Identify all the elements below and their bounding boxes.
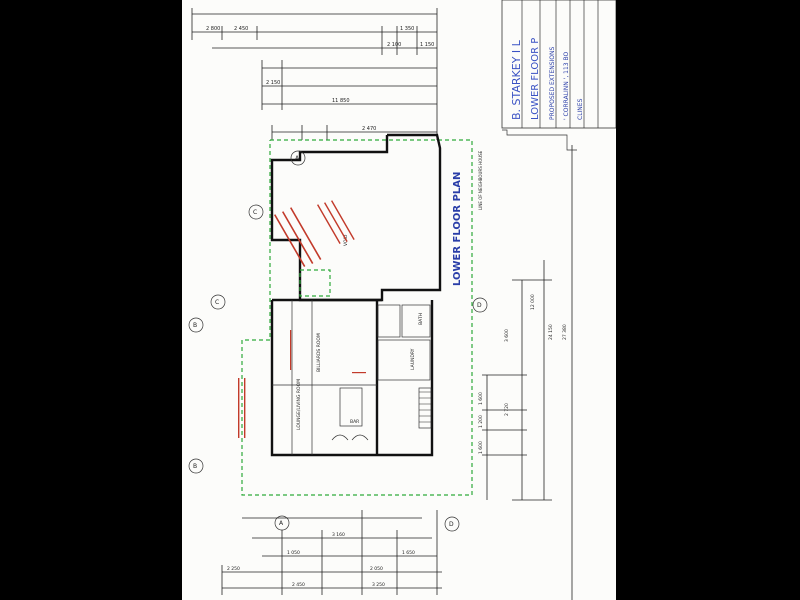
dim-top-6: 1 150 — [420, 42, 434, 48]
dim-bottom-6: 1 650 — [402, 550, 415, 556]
title-client: B. STARKEY I L — [510, 39, 523, 120]
svg-text:C: C — [215, 299, 219, 306]
dim-right-3: 1 200 — [478, 415, 484, 428]
svg-text:D: D — [477, 302, 482, 309]
building-walls — [270, 133, 442, 457]
svg-text:A: A — [279, 520, 284, 527]
dim-top-4: 11 850 — [332, 98, 350, 104]
dim-bottom-1: 2 250 — [227, 566, 240, 572]
title-address: ' CORRALINN ', 113 BO — [563, 52, 570, 120]
section-marker-a-top: A — [290, 150, 306, 166]
dim-bottom-5: 2 050 — [370, 566, 383, 572]
section-marker-c: C — [248, 204, 264, 220]
dim-right-5: 2 720 — [504, 403, 510, 416]
dim-right-6: 12 000 — [530, 294, 536, 310]
dim-right-1: 3 600 — [504, 329, 510, 342]
title-project: PROPOSED EXTENSIONS — [549, 46, 556, 120]
room-lounge: LOUNGE/LIVING ROOM — [296, 379, 302, 430]
svg-text:B: B — [193, 322, 197, 329]
dim-bottom-3: 2 450 — [292, 582, 305, 588]
room-labels: BILLIARDS ROOM LOUNGE/LIVING ROOM BAR VO… — [296, 234, 424, 430]
dim-right-7: 24 150 — [548, 324, 554, 340]
bottom-dimension-lines — [221, 510, 442, 595]
floor-plan-drawing: 2 800 2 450 2 100 11 850 1 350 1 150 2 1… — [188, 0, 616, 600]
svg-text:D: D — [449, 521, 454, 528]
title-author: CLINES — [577, 98, 584, 120]
dim-right-8: 27 380 — [562, 324, 568, 340]
site-setback-line — [241, 139, 473, 496]
svg-text:C: C — [253, 209, 257, 216]
dim-right-2: 1 600 — [478, 392, 484, 405]
dim-bottom-2: 1 050 — [287, 550, 300, 556]
dim-top-3: 2 100 — [387, 42, 401, 48]
neighbour-note: LINE OF NEIGHBOURS HOUSE — [478, 150, 483, 210]
dim-bottom-4: 3 160 — [332, 532, 345, 538]
dim-top-5: 1 350 — [400, 26, 414, 32]
room-bar: BAR — [350, 419, 359, 425]
top-dimension-labels: 2 800 2 450 2 100 11 850 1 350 1 150 2 1… — [206, 26, 434, 132]
svg-text:B: B — [193, 463, 197, 470]
red-annotations — [238, 200, 366, 438]
room-laundry: LAUNDRY — [410, 348, 416, 370]
section-markers: A A B B C — [188, 150, 488, 532]
right-dimension-labels: 3 600 1 600 1 200 1 600 2 720 12 000 24 … — [478, 294, 568, 454]
top-dimension-lines — [191, 8, 438, 140]
section-marker-d-right: D — [472, 297, 488, 313]
drawing-sheet: 2 800 2 450 2 100 11 850 1 350 1 150 2 1… — [182, 0, 616, 600]
section-marker-d-bottom: D — [444, 516, 460, 532]
room-billiards: BILLIARDS ROOM — [316, 333, 322, 372]
dim-right-4: 1 600 — [478, 441, 484, 454]
dim-top-7: 2 150 — [266, 80, 280, 86]
plan-heading: LOWER FLOOR PLAN — [452, 172, 463, 286]
section-marker-b-left: B — [188, 317, 204, 333]
dim-top-2: 2 450 — [234, 26, 248, 32]
section-marker-b-left-2: B — [188, 458, 204, 474]
dim-top-1: 2 800 — [206, 26, 220, 32]
dim-top-8: 2 470 — [362, 126, 376, 132]
bottom-dimension-labels: 2 250 1 050 2 450 3 160 2 050 1 650 3 25… — [227, 532, 415, 588]
dim-bottom-7: 3 250 — [372, 582, 385, 588]
svg-text:A: A — [295, 155, 300, 162]
room-bath: BATH — [418, 313, 424, 325]
section-marker-c-2: C — [210, 294, 226, 310]
title-block: B. STARKEY I L LOWER FLOOR P PROPOSED EX… — [501, 0, 616, 129]
title-drawing: LOWER FLOOR P — [530, 38, 541, 120]
right-dimension-lines — [482, 129, 577, 600]
